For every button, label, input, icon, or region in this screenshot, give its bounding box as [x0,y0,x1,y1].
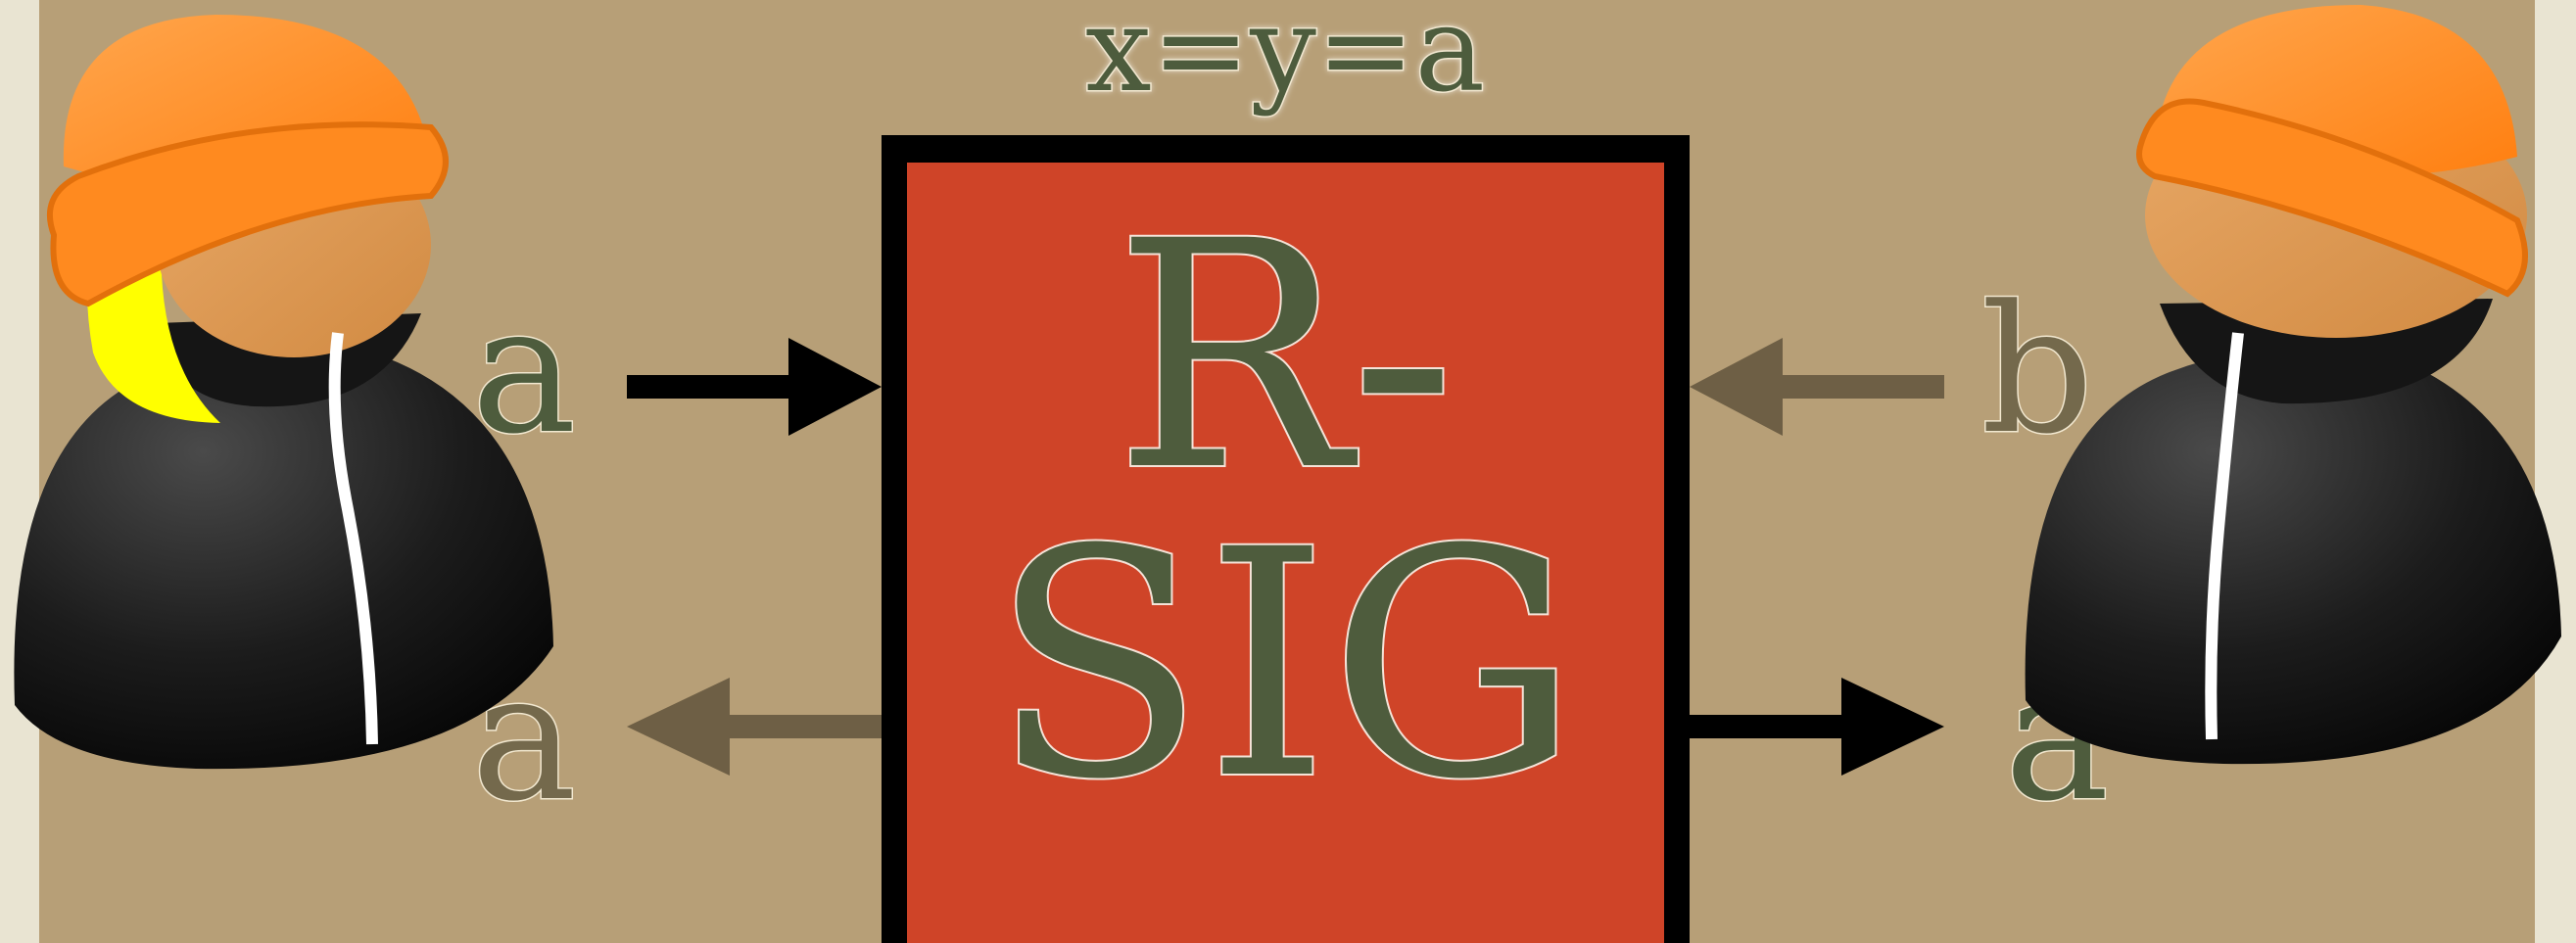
hat-brim [47,121,449,307]
rsig-box-label-line2: SIG [990,484,1579,848]
right-input-label: b [1980,268,2093,473]
arrow-left-output [627,678,882,776]
rsig-box-label-line1: R- [1114,175,1455,540]
arrow-left-input [627,338,882,436]
rsig-box-fill [907,163,1664,943]
rsig-box: R- SIG [882,135,1690,943]
formula-label: x=y=a [1085,0,1485,118]
jacket-body [14,346,554,770]
arrow-right-output [1690,678,1944,776]
person-with-hat-and-hair-icon [14,15,554,770]
zipper [2205,332,2244,740]
jacket-body [2025,346,2561,765]
hat-brim [2136,98,2528,298]
zipper [328,332,378,745]
arrow-right-input [1690,338,1944,436]
person-with-hat-icon [2025,5,2561,765]
